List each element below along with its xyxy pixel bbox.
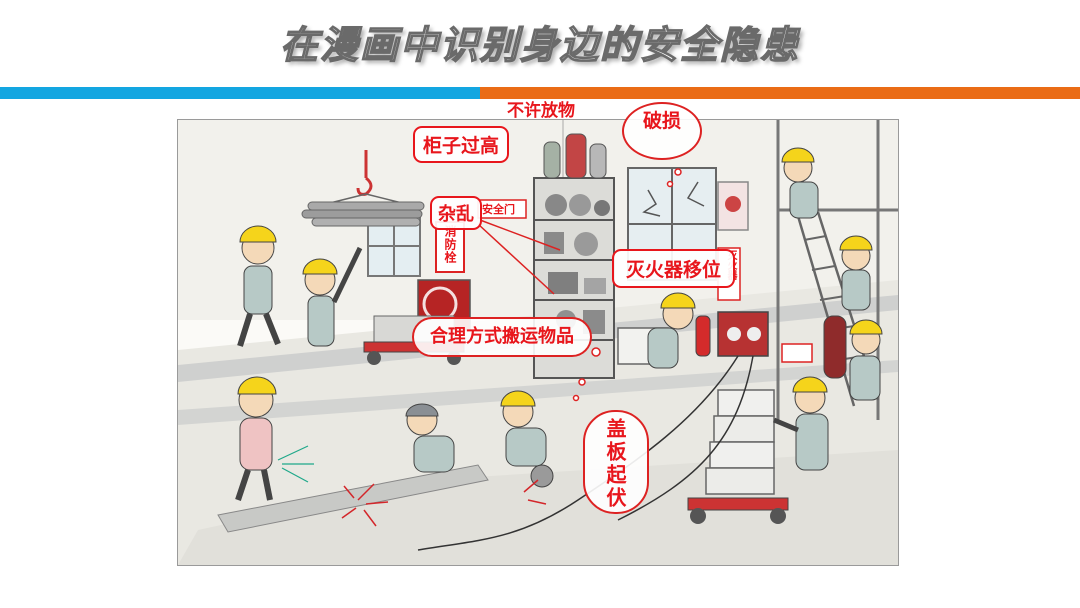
label-plate-uneven: 盖板起伏 bbox=[583, 410, 649, 514]
label-damaged: 破损 bbox=[622, 102, 702, 160]
label-proper-handling: 合理方式搬运物品 bbox=[412, 317, 592, 357]
label-cabinet-too-high: 柜子过高 bbox=[413, 126, 510, 163]
comic-drawing bbox=[178, 120, 898, 565]
accent-bar-orange bbox=[480, 87, 1080, 99]
label-no-items: 不许放物 bbox=[507, 101, 575, 121]
accent-bar-blue bbox=[0, 87, 480, 99]
sign-safety-door: 安全门 bbox=[482, 203, 515, 216]
sign-hydrant: 消防栓 bbox=[443, 225, 457, 264]
label-extinguisher-moved: 灭火器移位 bbox=[612, 249, 736, 288]
workers bbox=[235, 147, 883, 501]
slide-title: 在漫画中识别身边的安全隐患 bbox=[279, 22, 800, 67]
safety-comic-illustration: 安全门 消防栓 灭火器 bbox=[177, 119, 899, 566]
label-cluttered: 杂乱 bbox=[430, 196, 482, 230]
